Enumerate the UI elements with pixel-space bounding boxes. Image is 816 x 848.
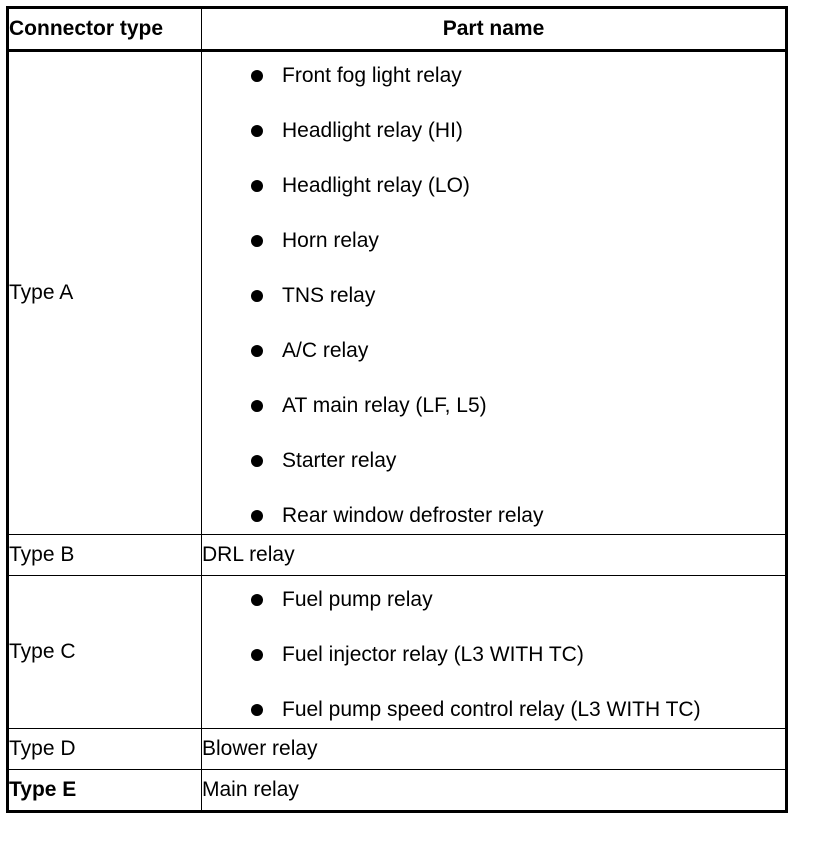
list-item: AT main relay (LF, L5) [202, 394, 785, 418]
list-item: A/C relay [202, 339, 785, 363]
row-type-d: Type D Blower relay [7, 728, 787, 770]
list-item: Fuel pump speed control relay (L3 WITH T… [202, 698, 785, 722]
header-connector-type: Connector type [7, 7, 202, 52]
part-list-cell: Fuel pump relay Fuel injector relay (L3 … [201, 575, 787, 729]
connector-type-cell: Type E [7, 769, 202, 812]
part-list-cell: Front fog light relay Headlight relay (H… [201, 50, 787, 535]
part-list: Front fog light relay Headlight relay (H… [202, 64, 785, 528]
part-list: Fuel pump relay Fuel injector relay (L3 … [202, 588, 785, 722]
connector-type-cell: Type C [7, 575, 202, 729]
list-item: Rear window defroster relay [202, 504, 785, 528]
header-row: Connector type Part name [7, 7, 787, 52]
list-item: Headlight relay (LO) [202, 174, 785, 198]
part-name-cell: Main relay [201, 769, 787, 812]
header-part-name: Part name [201, 7, 787, 52]
connector-type-cell: Type A [7, 50, 202, 535]
row-type-b: Type B DRL relay [7, 534, 787, 576]
list-item: Starter relay [202, 449, 785, 473]
part-name-cell: Blower relay [201, 728, 787, 770]
list-item: Fuel injector relay (L3 WITH TC) [202, 643, 785, 667]
list-item: Front fog light relay [202, 64, 785, 88]
connector-type-cell: Type B [7, 534, 202, 576]
row-type-c: Type C Fuel pump relay Fuel injector rel… [7, 575, 787, 729]
row-type-e: Type E Main relay [7, 769, 787, 812]
list-item: TNS relay [202, 284, 785, 308]
connector-type-cell: Type D [7, 728, 202, 770]
list-item: Headlight relay (HI) [202, 119, 785, 143]
row-type-a: Type A Front fog light relay Headlight r… [7, 50, 787, 535]
list-item: Horn relay [202, 229, 785, 253]
part-name-cell: DRL relay [201, 534, 787, 576]
list-item: Fuel pump relay [202, 588, 785, 612]
connector-type-table: Connector type Part name Type A Front fo… [6, 6, 788, 813]
